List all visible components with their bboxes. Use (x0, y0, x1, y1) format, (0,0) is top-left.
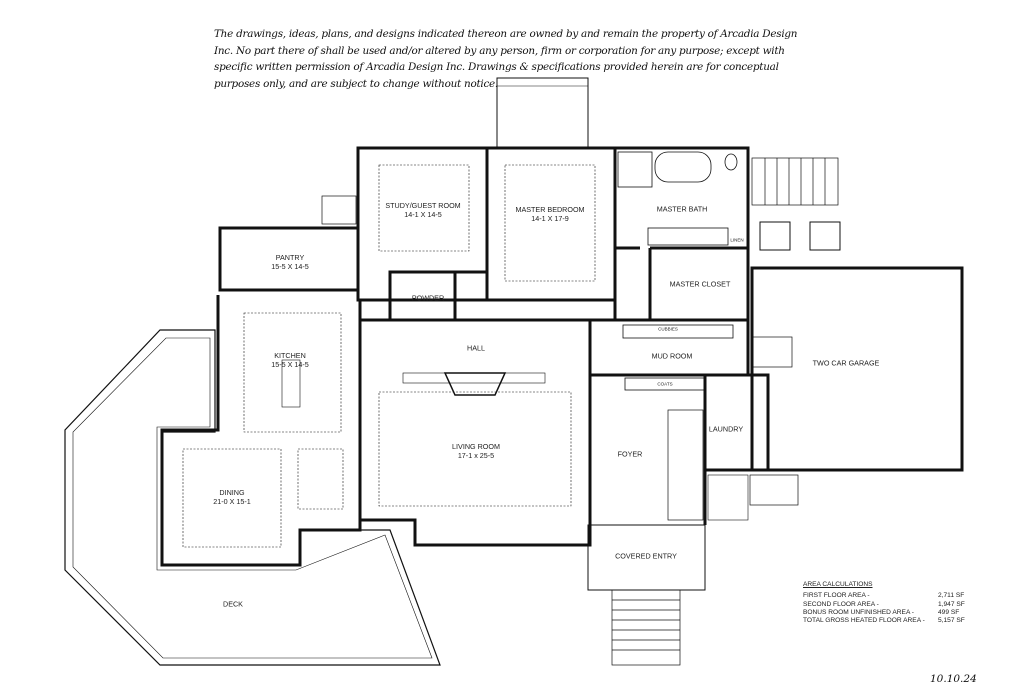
room-name: LIVING ROOM (452, 442, 500, 451)
kitchen-walls (160, 295, 362, 567)
area-calculations: AREA CALCULATIONS FIRST FLOOR AREA - 2,71… (803, 581, 965, 625)
hvac-unit (759, 221, 791, 251)
label-cubbies: CUBBIES (658, 326, 678, 332)
deck-outline (64, 329, 441, 666)
room-name: MASTER BEDROOM (515, 205, 585, 214)
room-label-powder: POWDER (411, 293, 445, 303)
pantry-walls (218, 226, 358, 292)
top-porch (496, 77, 589, 149)
room-label-garage: TWO CAR GARAGE (812, 358, 880, 368)
living-south-wall (360, 518, 588, 547)
room-label-master-closet: MASTER CLOSET (669, 279, 731, 289)
laundry-walls (703, 373, 770, 472)
room-label-master-bath: MASTER BATH (656, 204, 708, 214)
built-in-cabinets (402, 372, 546, 384)
bathtub-icon (654, 151, 712, 183)
powder-walls (388, 270, 457, 320)
mud-room-walls (588, 318, 750, 377)
area-row: TOTAL GROSS HEATED FLOOR AREA - 5,157 SF (803, 617, 965, 625)
hall-living-walls (360, 318, 592, 547)
area-label: FIRST FLOOR AREA - (803, 592, 870, 600)
cubbies-bench (622, 324, 734, 339)
area-value: 5,157 SF (938, 617, 965, 625)
copyright-disclaimer: The drawings, ideas, plans, and designs … (214, 28, 798, 90)
room-label-foyer: FOYER (617, 449, 643, 459)
study-walls (356, 146, 489, 302)
drawing-date: 10.10.24 (930, 673, 977, 685)
room-dims: 14-1 X 17-9 (531, 214, 569, 223)
side-landing (707, 474, 749, 521)
shower-icon (617, 151, 653, 188)
garage-walls (750, 266, 964, 472)
room-label-linen: LINEN (730, 237, 744, 243)
area-label: SECOND FLOOR AREA - (803, 600, 879, 608)
area-row: FIRST FLOOR AREA - 2,711 SF (803, 592, 965, 600)
room-dims: 21-0 X 15-1 (213, 497, 251, 506)
master-bedroom-walls (485, 146, 617, 302)
vanity-icon (647, 227, 729, 246)
coats-closet (624, 377, 706, 391)
area-label: BONUS ROOM UNFINISHED AREA - (803, 608, 915, 616)
room-label-laundry: LAUNDRY (708, 424, 744, 434)
label-coats: COATS (657, 381, 673, 387)
area-value: 1,947 SF (938, 600, 965, 608)
deck-inner (72, 337, 433, 659)
room-dims: 14-1 X 14-5 (404, 210, 442, 219)
covered-entry-outline (587, 524, 706, 591)
room-dims: 15-5 X 14-5 (271, 262, 309, 271)
toilet-icon (724, 153, 738, 171)
kitchen-island (281, 359, 301, 408)
room-label-mud-room: MUD ROOM (651, 351, 693, 361)
area-row: SECOND FLOOR AREA - 1,947 SF (803, 601, 965, 609)
ceiling-outlines (182, 164, 596, 548)
stairs (321, 157, 839, 666)
room-label-hall: HALL (467, 343, 485, 353)
hvac-unit (809, 221, 841, 251)
area-label: TOTAL GROSS HEATED FLOOR AREA - (803, 617, 925, 625)
room-name: DINING (219, 488, 245, 497)
room-name: KITCHEN (274, 351, 306, 360)
room-label-deck: DECK (223, 599, 243, 609)
area-row: BONUS ROOM UNFINISHED AREA - 499 SF (803, 609, 965, 617)
area-value: 2,711 SF (938, 592, 965, 600)
room-name: STUDY/GUEST ROOM (385, 201, 461, 210)
area-value: 499 SF (938, 608, 960, 616)
area-calculations-title: AREA CALCULATIONS (803, 581, 873, 588)
room-name: PANTRY (275, 253, 305, 262)
room-label-covered-entry: COVERED ENTRY (615, 551, 677, 561)
room-dims: 15-5 X 14-5 (271, 360, 309, 369)
room-dims: 17-1 x 25-5 (457, 451, 495, 460)
